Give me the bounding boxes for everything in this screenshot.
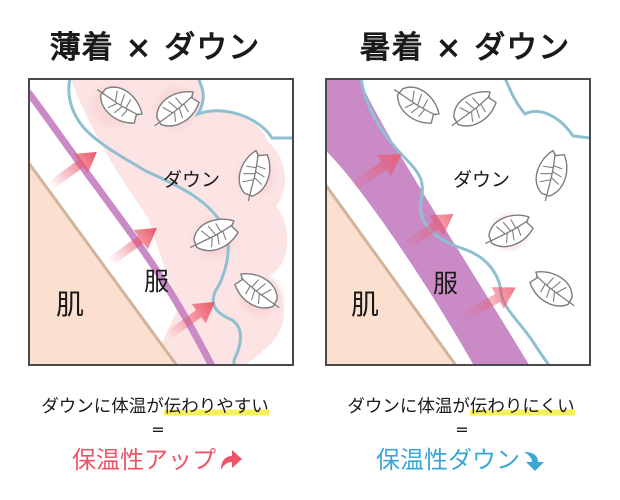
right-equals: = — [455, 420, 469, 439]
clothes-band — [28, 89, 216, 366]
left-description: ダウンに体温が伝わりやすい — [41, 397, 269, 417]
label-clothes: 服 — [144, 267, 169, 296]
right-result: 保温性ダウン — [312, 440, 612, 475]
label-skin: 肌 — [56, 288, 84, 321]
arrow-down-icon — [524, 452, 544, 471]
left-panel: ダウン 服 肌 — [28, 78, 294, 366]
left-equals: = — [151, 420, 165, 439]
clothes-band — [325, 78, 530, 366]
label-clothes: 服 — [433, 269, 458, 298]
left-result: 保温性アップ — [8, 440, 308, 475]
left-title: 薄着 × ダウン — [49, 30, 261, 66]
right-highlight: 伝わりにくい — [469, 397, 575, 417]
label-down: ダウン — [163, 169, 220, 191]
feather-icon — [386, 78, 445, 131]
down-outline — [359, 78, 552, 366]
feather-icon — [527, 147, 574, 206]
right-description: ダウンに体温が伝わりにくい — [347, 397, 575, 417]
left-highlight: 伝わりやすい — [163, 397, 269, 417]
arrow-up-icon — [221, 450, 242, 470]
feather-icon — [524, 264, 584, 316]
label-skin: 肌 — [351, 288, 379, 321]
right-panel: ダウン 服 肌 — [325, 78, 591, 366]
right-title: 暑着 × ダウン — [359, 30, 571, 66]
feather-icon — [442, 84, 502, 136]
label-down: ダウン — [453, 169, 510, 191]
